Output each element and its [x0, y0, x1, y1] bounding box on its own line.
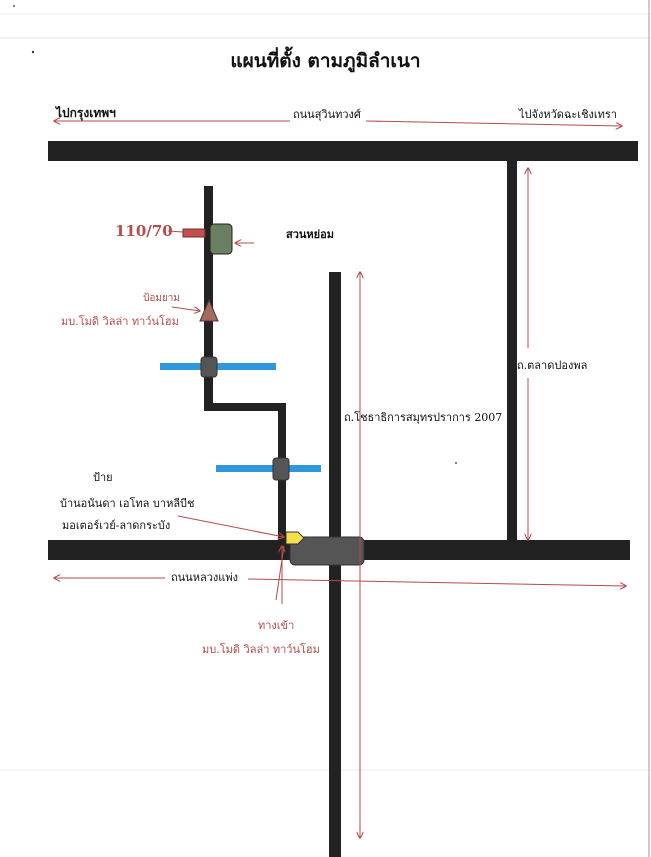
- talat-pongphon-road-label: ถ.ตลาดปองพล: [517, 359, 588, 372]
- village-north-label: มบ.โมดิ วิลล่า ทาว์นโฮม: [61, 315, 179, 328]
- arrow-sign: [177, 515, 284, 537]
- suwinthawong-road-label: ถนนสุวินทวงศ์: [293, 108, 361, 121]
- house-marker: [182, 228, 206, 238]
- road-village-connector: [204, 403, 286, 411]
- chotha-road-label: ถ.โชธาธิการสมุทรปราการ 2007: [344, 411, 503, 424]
- luang-phaeng-road-label: ถนนหลวงแพ่ง: [171, 571, 238, 584]
- garden-marker: [209, 223, 233, 255]
- house-number-label: 110/70: [115, 222, 173, 240]
- garden-label: สวนหย่อม: [286, 228, 334, 241]
- sign-label: ป้าย: [93, 471, 113, 484]
- arrow-guard-post: [171, 306, 200, 311]
- to-chachoengsao-label: ไปจังหวัดฉะเชิงเทรา: [519, 108, 617, 121]
- sign-line1-label: บ้านอนันดา เอโทล บาหลีบีช: [60, 497, 195, 510]
- road-suwinthawong: [48, 141, 638, 161]
- to-bangkok-label: ไปกรุงเทพฯ: [56, 106, 116, 120]
- canal-lower: [216, 465, 321, 472]
- arrow-house: [167, 230, 184, 233]
- guard-post-label: ป้อมยาม: [143, 293, 181, 304]
- road-village-upper: [204, 186, 213, 406]
- junction-block: [289, 536, 365, 566]
- bridge-upper: [200, 356, 218, 378]
- entrance-marker: [285, 531, 305, 545]
- arrow-entrance-diag: [275, 545, 285, 601]
- sign-line2-label: มอเตอร์เวย์-ลาดกระบัง: [62, 519, 171, 532]
- entrance-label: ทางเข้า: [258, 619, 295, 632]
- map-title: แผนที่ตั้ง ตามภูมิลำเนา: [230, 50, 421, 72]
- arrow-to-chachoengsao: [365, 120, 622, 126]
- guard-post-marker: [199, 298, 219, 322]
- village-south-label: มบ.โมดิ วิลล่า ทาว์นโฮม: [202, 643, 320, 656]
- bridge-lower: [272, 457, 290, 481]
- canal-upper: [160, 363, 276, 370]
- road-talat-pongphon: [507, 161, 517, 547]
- arrow-bottom-road-right: [247, 578, 626, 586]
